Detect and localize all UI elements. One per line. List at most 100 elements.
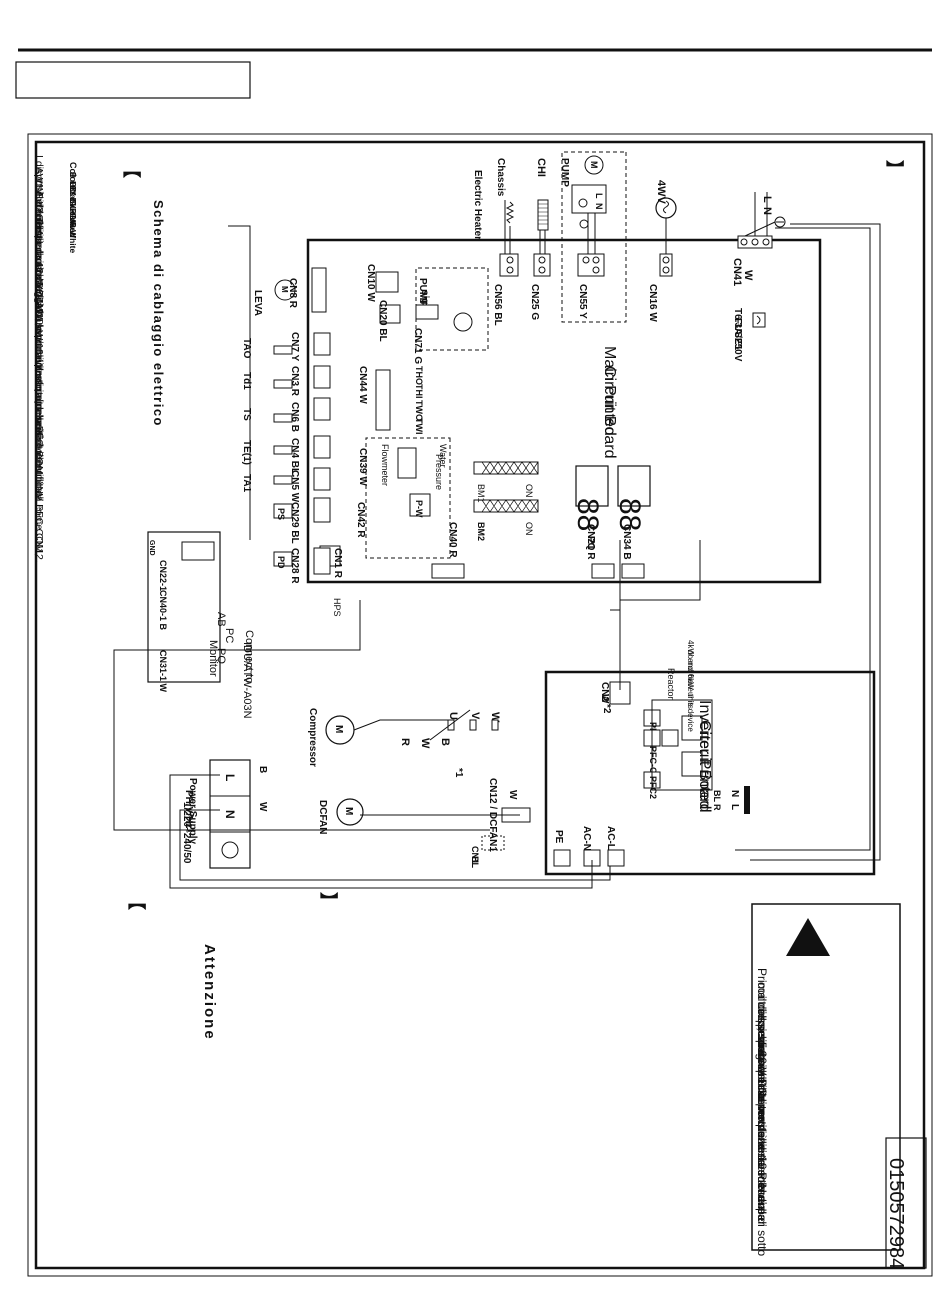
attention-line-2: il dispositivo spento per più di 10 minu…	[755, 996, 769, 1225]
cn10-label: CN10 W	[365, 264, 376, 302]
note-4: *2. Per le unità da 8kW/10kW/16kW, sono …	[33, 203, 45, 556]
bm1-label: BM1	[476, 484, 486, 503]
inverter-title-2: Circuit Board	[696, 720, 713, 812]
pfc-terminals: PFC1 PFC-COM PFC2 *2	[601, 704, 679, 799]
chi-device: CHI CN25 G	[529, 158, 551, 320]
colour-w: W: White	[68, 217, 78, 253]
td1-sensor: CN3 R Td1	[241, 365, 331, 397]
leva-device: M LEVA CN8 R	[252, 267, 327, 316]
pfc2-label: PFC2	[648, 776, 658, 799]
inverter-title-1: Inverter Printed	[696, 700, 713, 809]
inv-bl: BL	[712, 790, 722, 802]
legend: Colours : B : Black BL: Blue Y : Yellow …	[33, 155, 78, 563]
ps-label-2: PH/V/Hz	[183, 790, 194, 828]
pump-label: PUMP	[559, 158, 570, 187]
pump-l: L	[594, 193, 604, 199]
note-0: I dispositivi nel riquadro tratteggiato …	[33, 155, 45, 441]
svg-text:M: M	[333, 725, 344, 733]
ps-w-wire: W	[257, 802, 268, 812]
cn1-label: CN1	[470, 846, 480, 864]
outer-frame	[27, 133, 933, 1277]
chassis-label-1: Chassis	[495, 158, 506, 197]
display-digits-2: 88	[571, 498, 604, 531]
fuse-rating: T6.3A/250V	[732, 308, 743, 362]
reactor-device: Reactor 4kW and 6kW units do not have th…	[651, 640, 713, 791]
svg-text:M: M	[343, 807, 354, 815]
te1-sensor: CN4 BL TE(1)	[241, 435, 331, 474]
connect-label: Connect to	[243, 630, 255, 683]
attention-line-0: Prima di ispezionare l'interno della sca…	[755, 968, 769, 1204]
cn2-label: CN2	[599, 682, 610, 702]
ps-label-3: 1/220~240/50	[181, 802, 192, 864]
chassis-heater: Chassis Electric Heater CN56 BL	[472, 158, 519, 326]
w-label: W	[489, 712, 501, 723]
cn41-connector: CN41 W	[731, 235, 773, 286]
thi-label: THI	[414, 384, 424, 399]
compressor-device: M Compressor	[307, 708, 355, 767]
cn44-label: CN44 W	[357, 366, 368, 404]
fourwv-label: 4WV	[655, 180, 667, 205]
inv-n: N	[729, 790, 740, 797]
pressure-label: Pressure	[434, 454, 444, 490]
u-label: U	[447, 712, 459, 720]
attention-line-5: di 20 V DC.	[755, 1038, 769, 1099]
ps-label: PS	[276, 508, 286, 520]
main-pcb	[306, 238, 822, 584]
cn31-1-label: CN31-1 W	[158, 650, 168, 693]
cn29-label: CN29 BL	[289, 502, 300, 544]
display-digits-1: 88	[613, 498, 646, 531]
reactor-note-1: 4kW and 6kW units	[686, 640, 695, 709]
cn40-label: CN40 R	[447, 522, 458, 558]
warning-icon	[786, 918, 830, 956]
cn25-label: CN25 G	[529, 284, 540, 320]
cn44-sensors: CN44 W THO THI TWO TWI	[357, 366, 424, 435]
cn71-label: CN71 G	[412, 328, 423, 364]
colour-b: B : Black	[68, 172, 78, 209]
attention-title: Attenzione	[201, 944, 218, 1041]
ps-l: L	[223, 774, 237, 781]
ps-label-1: Power Supply	[187, 778, 198, 845]
svg-text:】: 】	[318, 892, 338, 910]
cn22-label: CN22-1	[158, 560, 168, 591]
dcfan-label: DCFAN	[317, 800, 328, 834]
seven-segment-display: 88 88	[571, 465, 651, 531]
td1-label: Td1	[241, 372, 252, 390]
fuse-label: FUSE1	[732, 318, 743, 351]
cn42-label: CN42 R	[355, 502, 366, 538]
dip-switch-bm2: BM2 ON	[473, 499, 539, 541]
rr-label: R	[399, 738, 411, 746]
pc-label: PC	[223, 628, 235, 643]
pump-signal-motor	[453, 312, 473, 332]
flowmeter-box	[365, 437, 451, 559]
cn55-label: CN55 Y	[577, 284, 588, 319]
pump-dashed-box	[561, 151, 627, 323]
doc-number: 0150572984	[885, 1158, 907, 1269]
twi-label: TWI	[414, 418, 424, 435]
cn12-w: W	[507, 790, 518, 800]
note-2: *1.Per le unità da 12kW/14kW, la porta d…	[33, 179, 45, 501]
inverter-ac-in: N L BL R	[712, 786, 750, 814]
te1-label: TE(1)	[241, 440, 252, 465]
colour-g: G : Green	[68, 199, 78, 238]
cn16-label: CN16 W	[647, 284, 658, 322]
inv-l: L	[729, 804, 740, 810]
pd-switch: CN28 R PD	[273, 547, 331, 584]
ab-label: AB	[215, 612, 227, 627]
attention-line-3: assicurarsi che la tensione tra P-N sull…	[755, 1010, 769, 1221]
cn1-bl: BL	[470, 856, 480, 868]
pe-label: PE	[553, 830, 564, 844]
cn7-label: CN7 Y	[289, 332, 300, 362]
attention-line-4: scheda del convertitore sia scesa al di …	[755, 1024, 769, 1256]
pq-label: PQ	[215, 648, 227, 664]
wires	[113, 223, 881, 889]
cn41-color: W	[742, 270, 754, 281]
colour-bl: BL: Blue	[68, 181, 78, 216]
water-label: Water	[438, 444, 448, 468]
main-pcb-title-1: Main Printed	[601, 346, 618, 436]
note-3: è identificata come DCFAN1, mentre per l…	[33, 191, 45, 563]
ww-label: W	[419, 738, 431, 749]
cn41-label: CN41	[731, 258, 743, 286]
cn3-label: CN3 R	[289, 366, 300, 397]
colours-title: Colours :	[68, 162, 78, 202]
